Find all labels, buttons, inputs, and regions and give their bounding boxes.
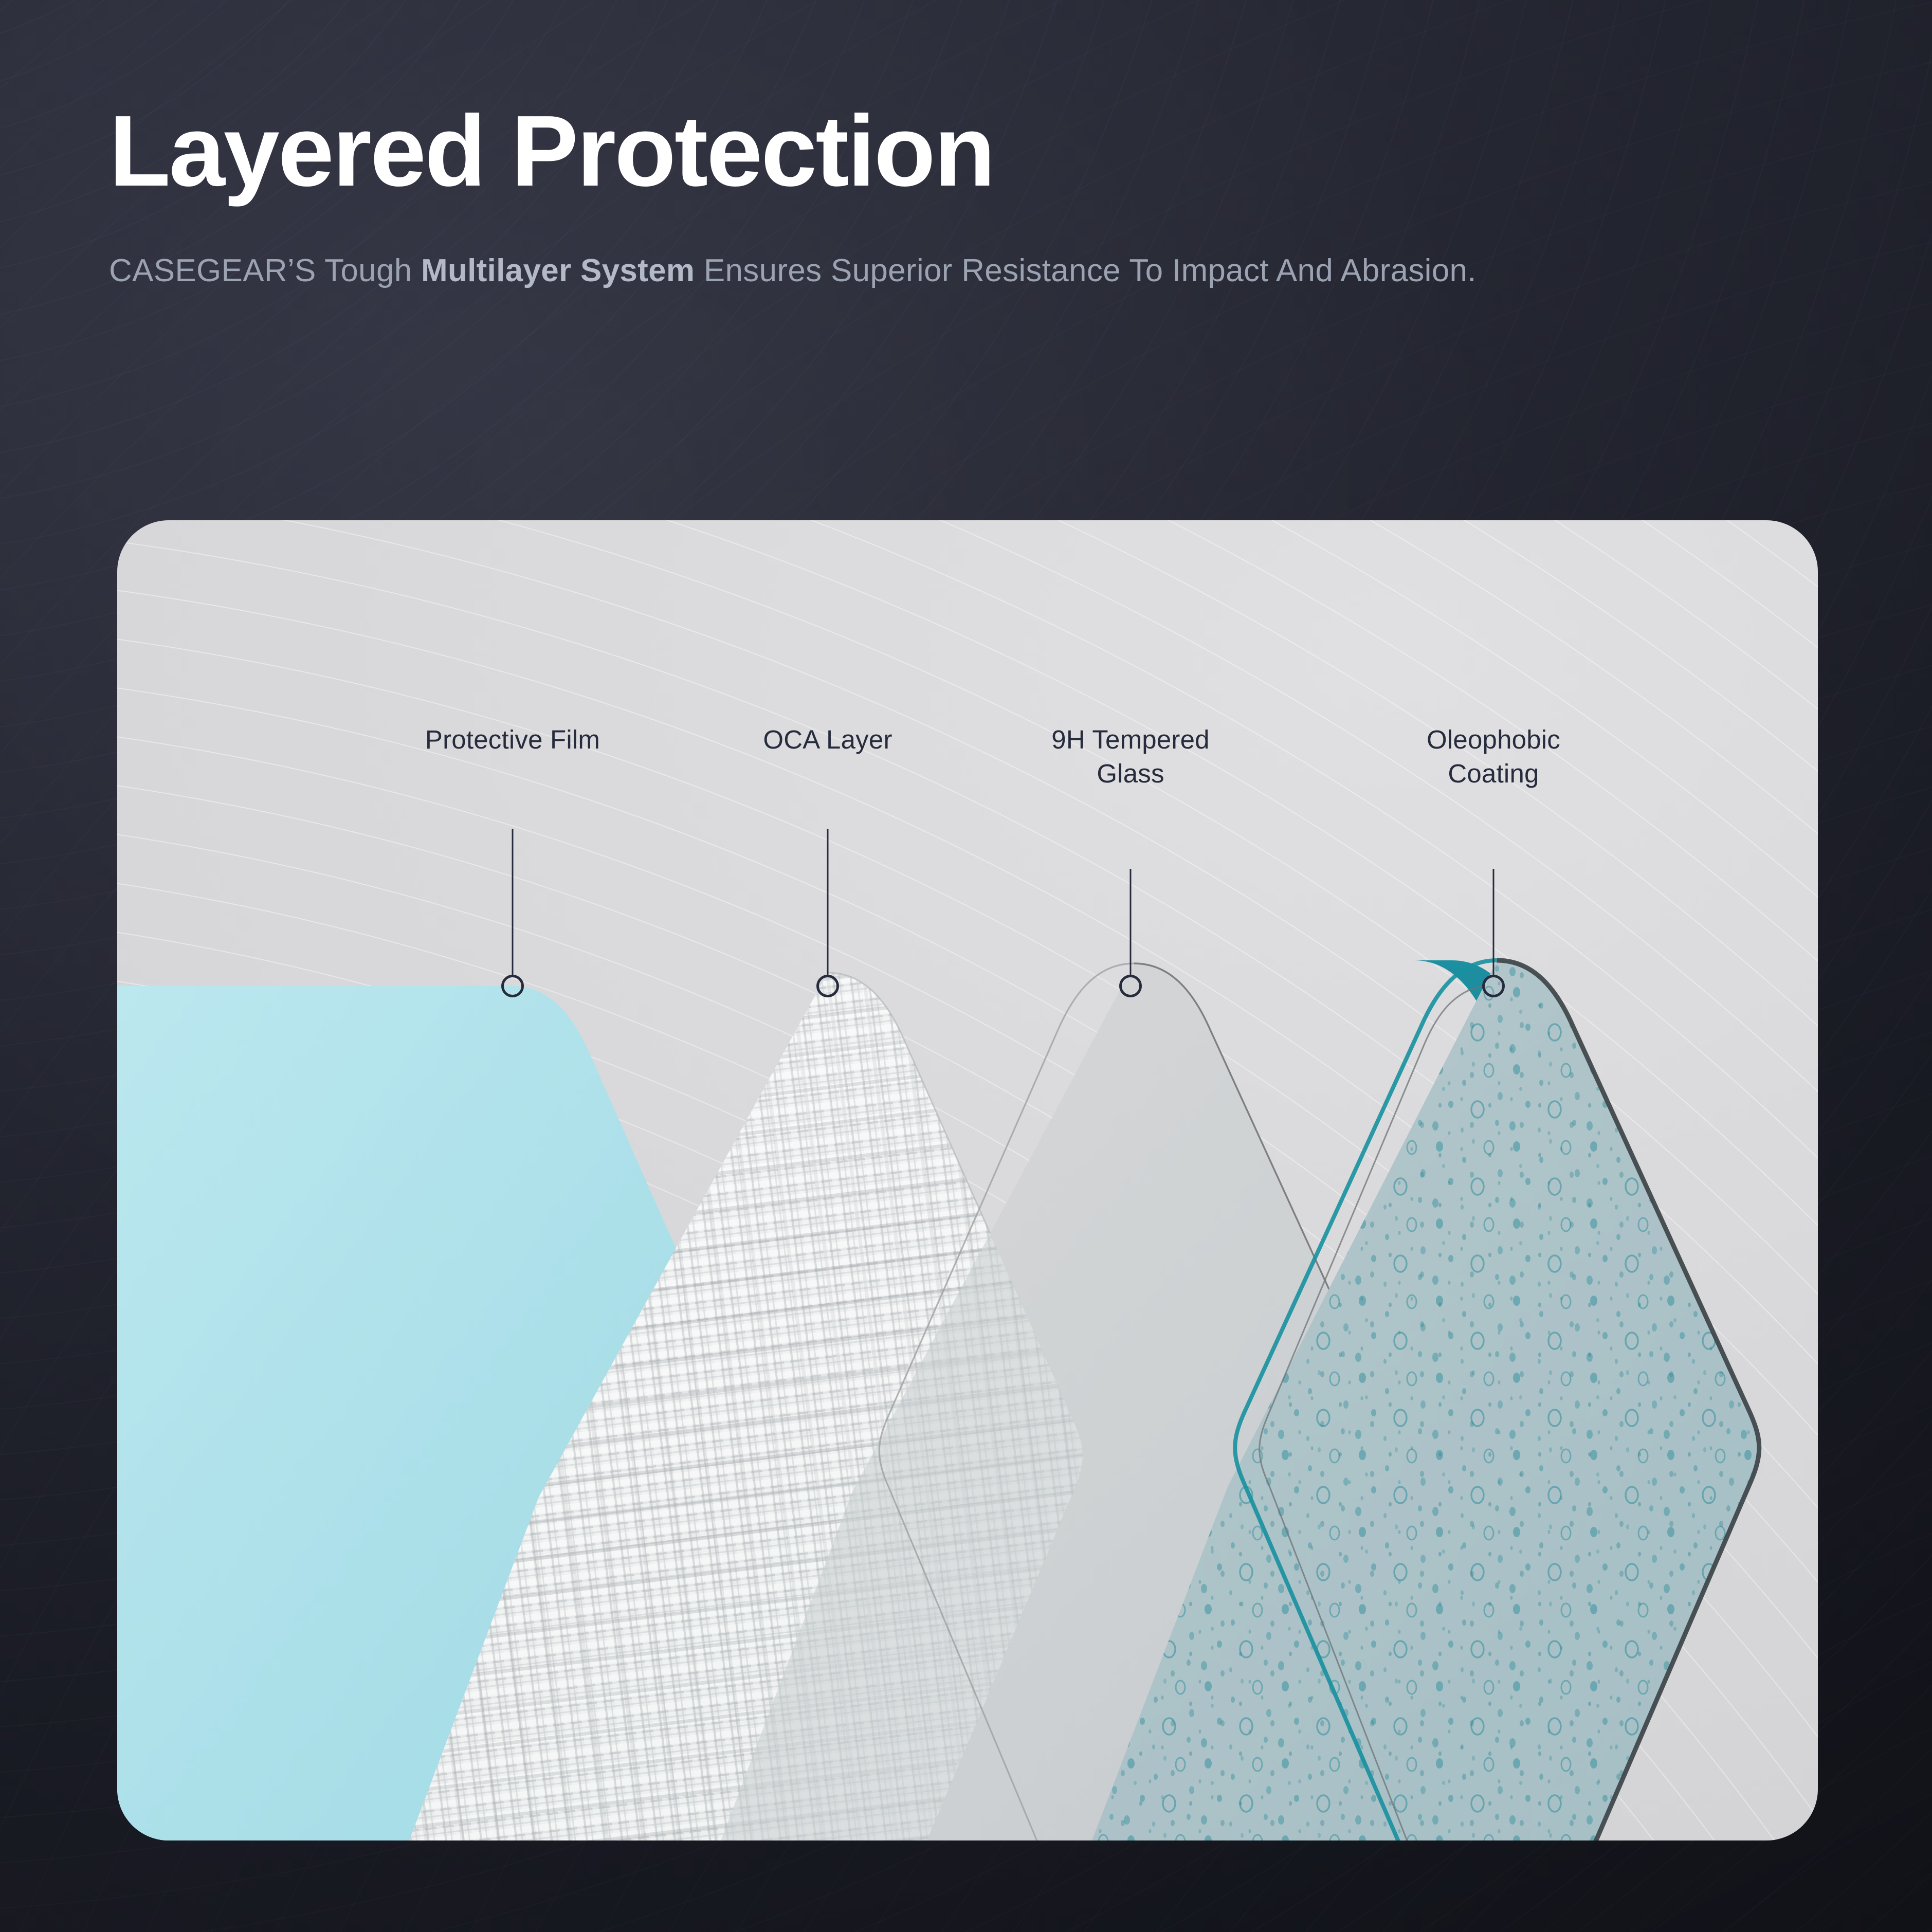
page-subtitle: CASEGEAR’S Tough Multilayer System Ensur…	[109, 250, 1497, 291]
subtitle-text-part-1: CASEGEAR’S Tough	[109, 253, 422, 288]
layer-stack-illustration	[117, 958, 1762, 1840]
subtitle-text-part-2: Ensures Superior Resistance To Impact An…	[695, 253, 1477, 288]
subtitle-text-bold: Multilayer System	[421, 253, 695, 288]
page-title: Layered Protection	[109, 95, 995, 207]
layer-diagram-card	[117, 520, 1818, 1840]
heading-block: Layered Protection CASEGEAR’S Tough Mult…	[109, 101, 1626, 291]
